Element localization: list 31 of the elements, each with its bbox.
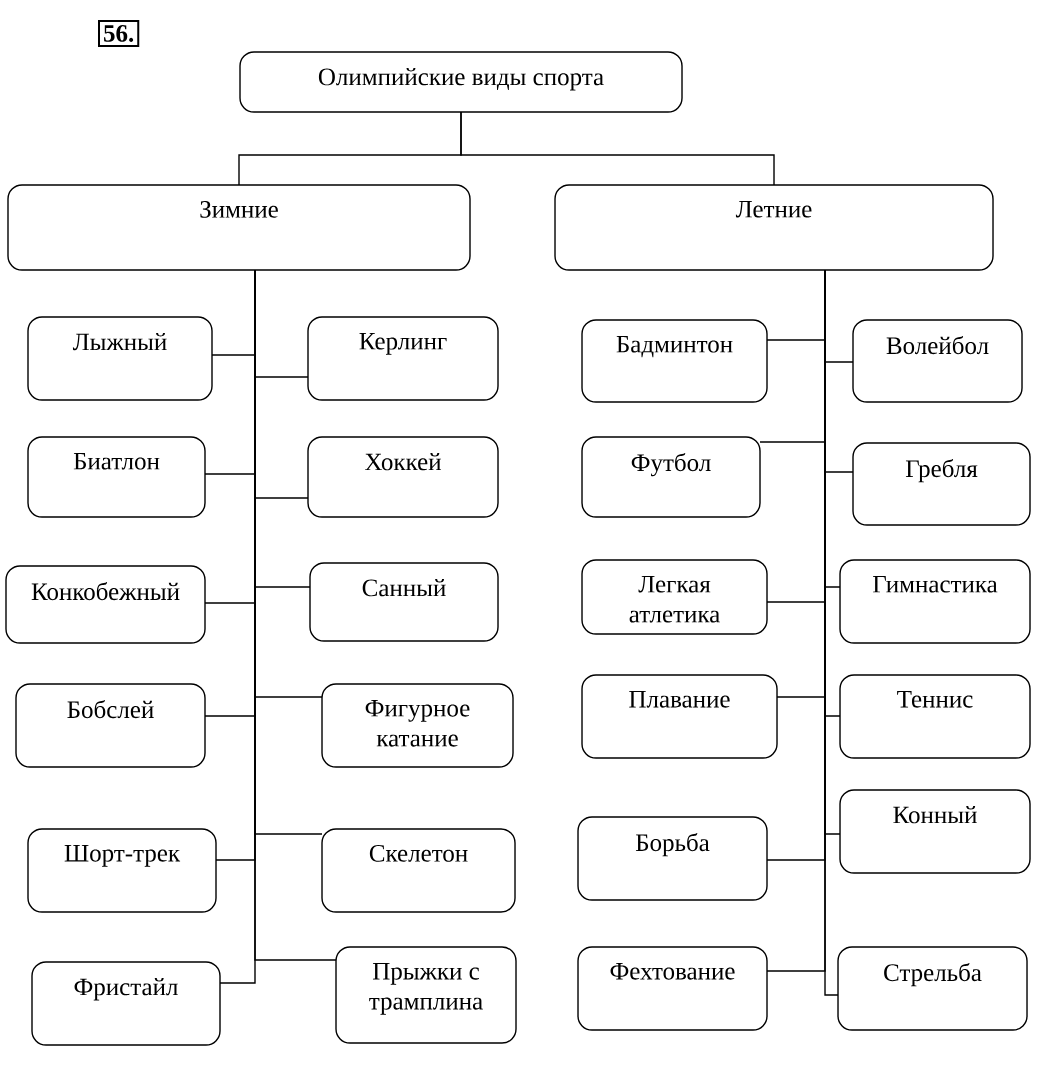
group-box: Летние (554, 184, 994, 271)
sport-box: Лыжный (27, 316, 213, 401)
sport-box: Фигурное катание (321, 683, 514, 768)
connector-line (460, 111, 775, 186)
sport-box: Биатлон (27, 436, 206, 518)
category-box: Олимпийские виды спорта (239, 51, 683, 113)
sport-box: Гребля (852, 442, 1031, 526)
sport-box: Керлинг (307, 316, 499, 401)
sport-box: Конкобежный (5, 565, 206, 644)
sport-box: Легкая атлетика (581, 559, 768, 635)
sport-box: Футбол (581, 436, 761, 518)
group-box: Зимние (7, 184, 471, 271)
sport-box: Санный (309, 562, 499, 642)
sport-box: Плавание (581, 674, 778, 759)
sport-box: Фристайл (31, 961, 221, 1046)
sport-box: Прыжки с трамплина (335, 946, 517, 1044)
sport-box: Фехтование (577, 946, 768, 1031)
sport-box: Бадминтон (581, 319, 768, 403)
connector-line (254, 269, 337, 961)
sport-box: Скелетон (321, 828, 516, 913)
task-number: 56. (98, 20, 140, 47)
sport-box: Борьба (577, 816, 768, 901)
sport-box: Теннис (839, 674, 1031, 759)
sport-box: Конный (839, 789, 1031, 874)
sport-box: Стрельба (837, 946, 1028, 1031)
sport-box: Хоккей (307, 436, 499, 518)
sport-box: Шорт-трек (27, 828, 217, 913)
sport-box: Гимнастика (839, 559, 1031, 644)
sport-box: Бобслей (15, 683, 206, 768)
sport-box: Волейбол (852, 319, 1023, 403)
connector-line (824, 269, 839, 996)
